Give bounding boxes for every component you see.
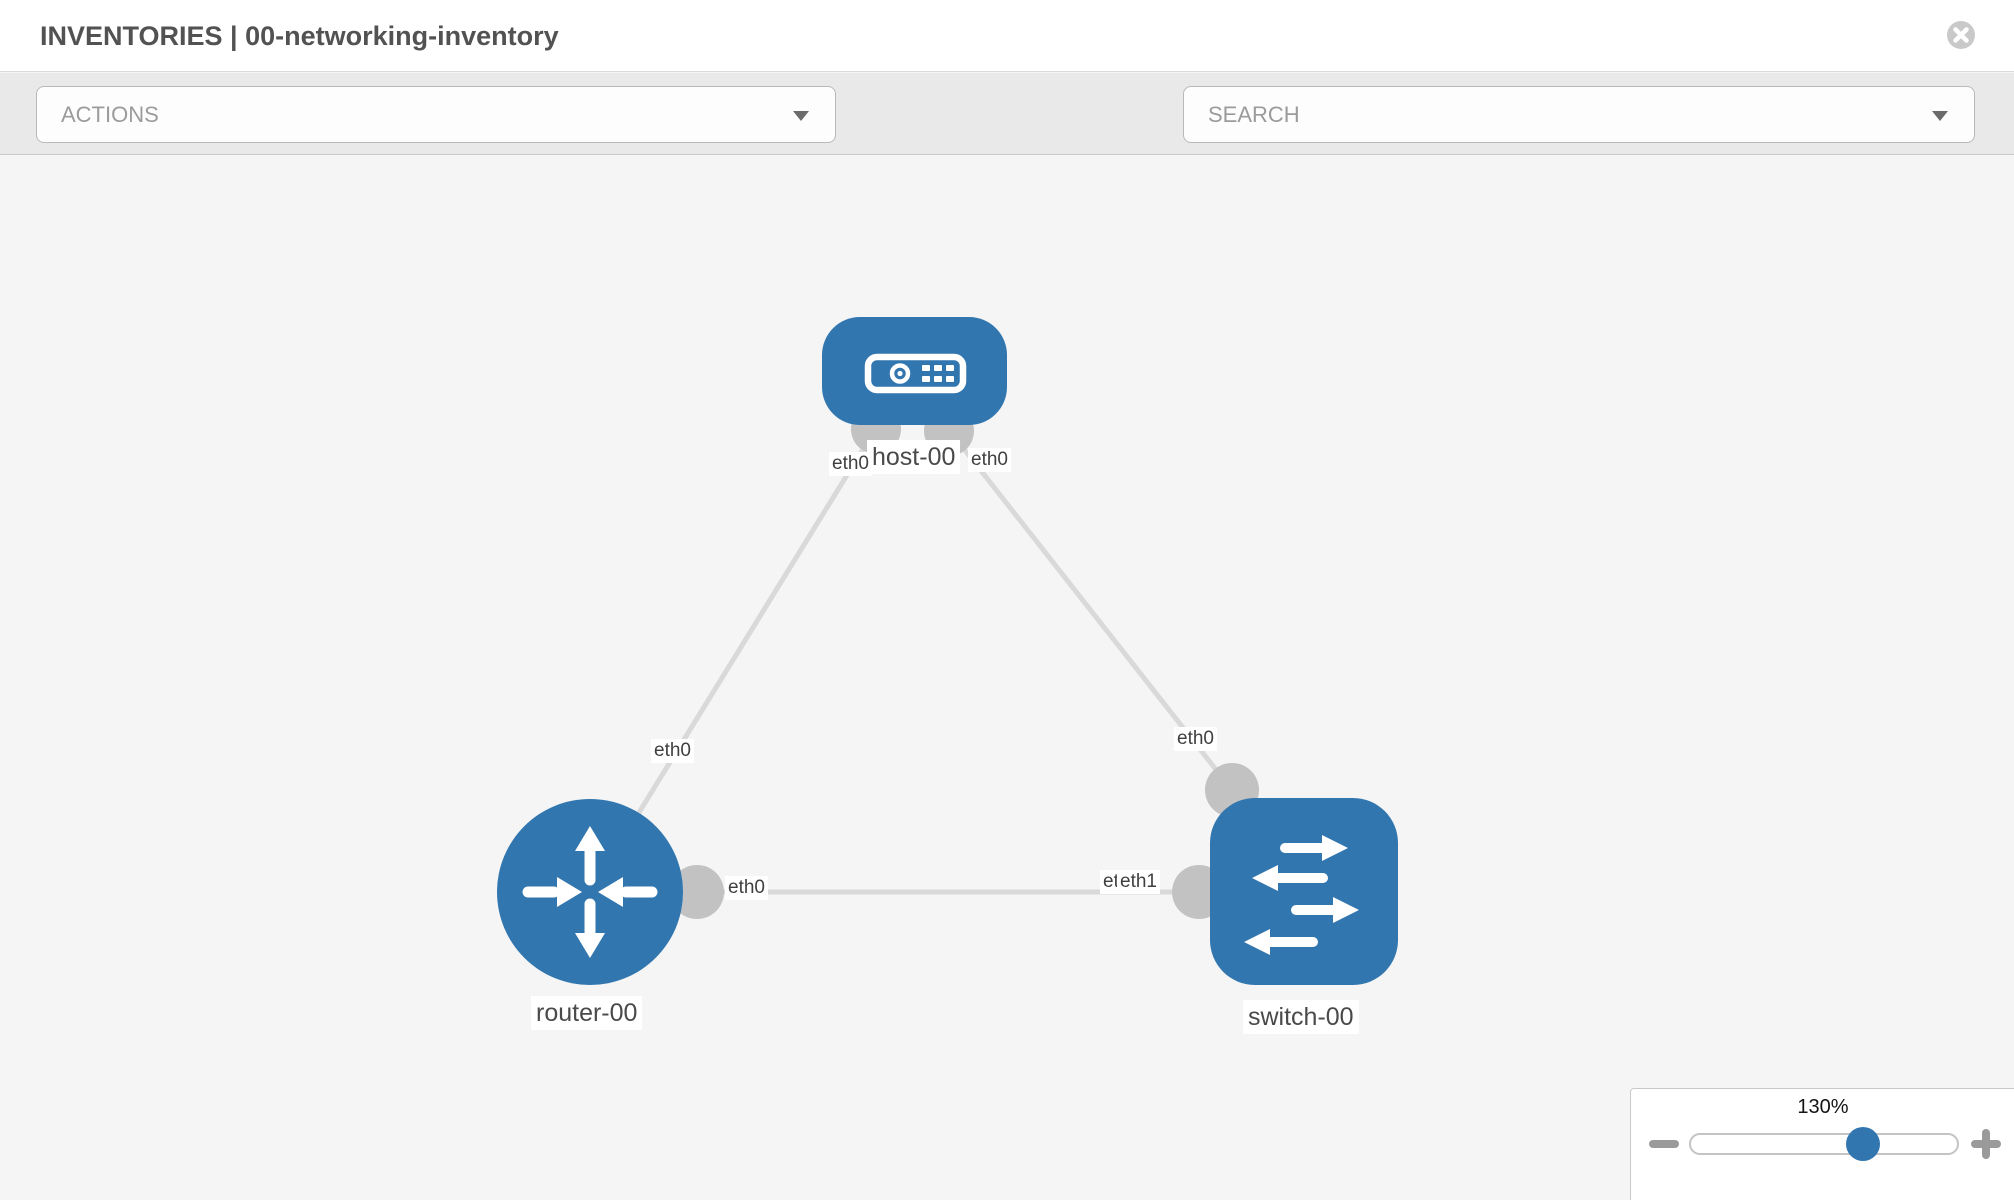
actions-dropdown-label: ACTIONS [61, 102, 159, 127]
interface-connectors [670, 404, 1259, 919]
zoom-slider-thumb[interactable] [1846, 1127, 1880, 1161]
node-router-00[interactable] [497, 799, 683, 985]
iface-label-host-eth0-right: eth0 [968, 448, 1011, 472]
zoom-in-icon[interactable] [1971, 1129, 2001, 1159]
zoom-out-icon[interactable] [1649, 1140, 1679, 1148]
iface-label-router-eth0-right: eth0 [725, 876, 768, 900]
chevron-down-icon [793, 111, 809, 121]
node-label-host-00: host-00 [867, 440, 961, 474]
host-icon [864, 353, 967, 394]
node-host-00[interactable] [822, 317, 1007, 425]
page-title: INVENTORIES | 00-networking-inventory [40, 21, 559, 51]
header: INVENTORIES | 00-networking-inventory [0, 0, 2014, 72]
zoom-slider-track[interactable] [1689, 1133, 1959, 1155]
iface-label-host-eth0-left: eth0 [829, 452, 872, 476]
toolbar: ACTIONS SEARCH [0, 73, 2014, 206]
close-icon[interactable] [1946, 20, 1976, 50]
links [587, 426, 1234, 895]
node-switch-00[interactable] [1210, 798, 1398, 985]
iface-label-router-eth0-top: eth0 [651, 739, 694, 763]
zoom-panel: 130% [1630, 1088, 2014, 1200]
topology-canvas[interactable]: host-00 router-00 switch-00 eth0 eth0 et… [0, 156, 2014, 1200]
connector-router-eth0 [670, 865, 724, 919]
iface-label-switch-eth1: eth1 [1117, 870, 1160, 894]
chevron-down-icon [1932, 111, 1948, 121]
iface-label-switch-eth0-top: eth0 [1174, 727, 1217, 751]
node-label-switch-00: switch-00 [1243, 1000, 1359, 1034]
search-dropdown-label: SEARCH [1208, 102, 1300, 127]
zoom-percent-label: 130% [1797, 1096, 1849, 1118]
switch-icon [1244, 835, 1359, 955]
actions-dropdown[interactable]: ACTIONS [36, 86, 836, 143]
node-label-router-00: router-00 [531, 996, 643, 1030]
search-dropdown[interactable]: SEARCH [1183, 86, 1975, 143]
router-icon [522, 826, 658, 958]
